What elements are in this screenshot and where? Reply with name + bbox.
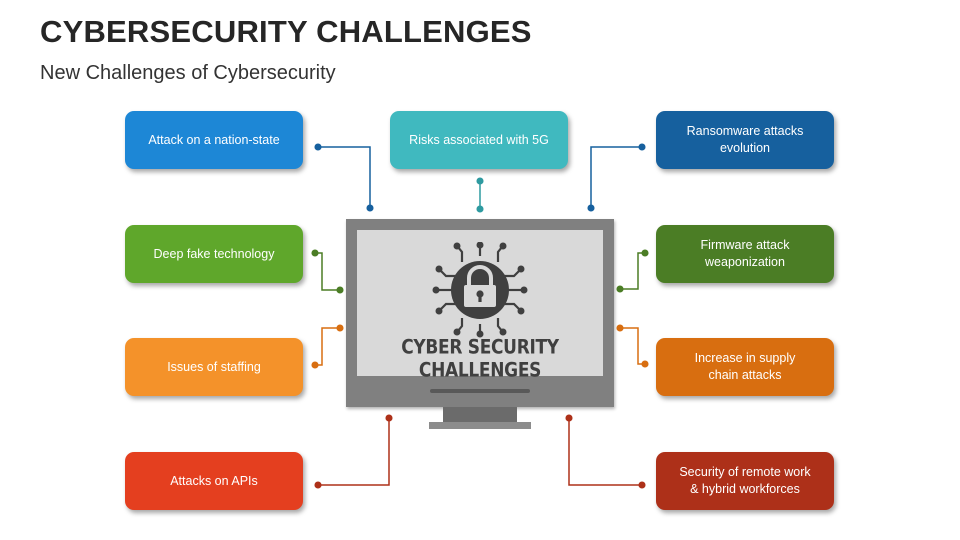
connector-deep-fake [311,249,344,294]
challenge-staffing: Issues of staffing [125,338,303,396]
challenge-deep-fake: Deep fake technology [125,225,303,283]
connector-nation-state [314,143,374,212]
monitor-slot [430,389,530,393]
connector-supply-chain [616,324,649,368]
challenge-apis: Attacks on APIs [125,452,303,510]
monitor-base [429,422,531,429]
challenge-label: Attacks on APIs [170,473,258,488]
challenge-label: Deep fake technology [153,246,275,261]
challenge-label: Ransomware attacks evolution [686,124,804,155]
challenge-label: Security of remote work & hybrid workfor… [679,465,811,496]
challenge-firmware: Firmware attack weaponization [656,225,834,283]
challenge-remote-work: Security of remote work & hybrid workfor… [656,452,834,510]
challenge-label: Issues of staffing [167,359,261,374]
connector-firmware [616,249,649,293]
challenge-label: Risks associated with 5G [409,132,549,147]
connector-apis [314,414,393,489]
padlock-circuit-icon [432,242,528,338]
connector-remote-work [565,414,646,489]
challenge-supply-chain: Increase in supply chain attacks [656,338,834,396]
screen-label: CYBER SECURITY CHALLENGES [401,336,559,382]
challenge-nation-state: Attack on a nation-state [125,111,303,169]
page-title: CYBERSECURITY CHALLENGES [40,14,532,49]
connector-staffing [311,324,344,369]
page-subtitle: New Challenges of Cybersecurity [40,62,336,84]
connector-ransomware [587,143,646,212]
challenge-label: Firmware attack weaponization [700,238,790,269]
connector-5g [476,177,484,213]
challenge-5g: Risks associated with 5G [390,111,568,169]
challenge-label: Increase in supply chain attacks [694,351,796,382]
challenge-label: Attack on a nation-state [148,132,280,147]
challenge-ransomware: Ransomware attacks evolution [656,111,834,169]
monitor-neck [443,407,517,422]
